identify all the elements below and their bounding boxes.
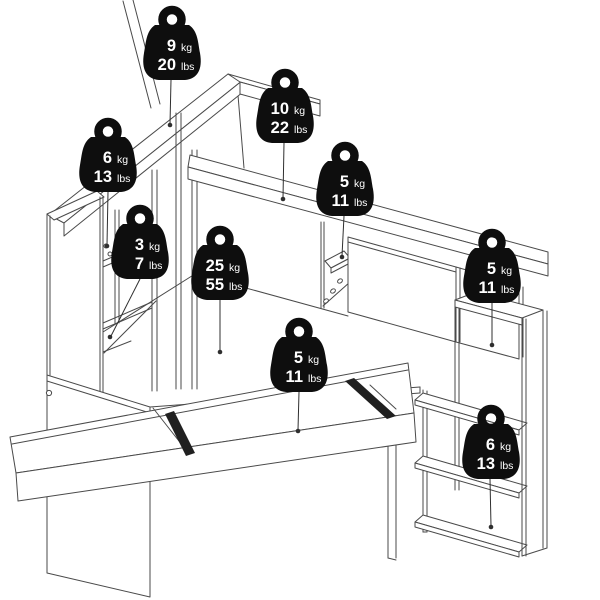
kettlebell-body-icon [143, 25, 201, 80]
kg-value: 25 [206, 257, 224, 275]
bookcase-shelf-top [414, 392, 528, 431]
inner-shelf-edge [102, 307, 153, 330]
pointer-dot [167, 122, 173, 128]
back-panel-edge [122, 0, 152, 109]
pointer-dot [295, 428, 301, 434]
weight-badge-desktop: 25 kg 55 lbs [191, 225, 249, 300]
kettlebell-body-icon [463, 248, 521, 303]
pointer-dot [104, 243, 110, 249]
weight-badge-bookcase-shelf: 6 kg 13 lbs [462, 404, 520, 479]
lbs-value: 13 [94, 168, 112, 186]
lbs-unit: lbs [501, 284, 514, 296]
kettlebell-body-icon [462, 424, 520, 479]
kg-unit: kg [149, 241, 160, 253]
kg-unit: kg [308, 354, 319, 366]
lbs-unit: lbs [149, 260, 162, 272]
lbs-unit: lbs [354, 197, 367, 209]
kg-value: 3 [135, 236, 144, 254]
pointer-dot [489, 342, 495, 348]
weight-badge-wall-shelf: 10 kg 22 lbs [256, 68, 314, 143]
kg-value: 5 [340, 173, 349, 191]
lbs-value: 55 [206, 276, 224, 294]
inner-shelf-edge [102, 301, 153, 324]
lbs-unit: lbs [308, 373, 321, 385]
kg-value: 6 [486, 436, 495, 454]
pointer-dot [217, 349, 223, 355]
pointer-dot [339, 254, 345, 260]
kettlebell-body-icon [79, 137, 137, 192]
cam-hole [107, 251, 113, 257]
back-panel-edge [236, 82, 245, 169]
weight-badge-keyboard-tray: 5 kg 11 lbs [270, 317, 328, 392]
weight-badges: 9 kg 20 lbs 6 kg 13 lbs 3 kg 7 lbs 10 kg [79, 5, 521, 479]
kg-unit: kg [354, 178, 365, 190]
kg-value: 10 [271, 100, 289, 118]
kg-value: 5 [487, 260, 496, 278]
lbs-unit: lbs [181, 61, 194, 73]
sliding-panel [347, 236, 457, 343]
peg-hole [330, 288, 336, 294]
kettlebell-body-icon [111, 224, 169, 279]
weight-badge-left-upper-shelf: 6 kg 13 lbs [79, 117, 137, 192]
kettlebell-body-icon [270, 337, 328, 392]
diagonal-brace [322, 281, 351, 307]
lbs-value: 20 [158, 56, 176, 74]
shelf-front-face [187, 166, 549, 277]
pointer-line [297, 391, 300, 431]
pointer-line [169, 79, 172, 125]
pointer-line [110, 278, 141, 337]
pointer-lines [104, 79, 495, 530]
lbs-value: 11 [332, 192, 349, 210]
kg-unit: kg [294, 105, 305, 117]
lbs-unit: lbs [117, 173, 130, 185]
kg-value: 6 [103, 149, 112, 167]
kg-unit: kg [181, 42, 192, 54]
bookcase-shelf-front [414, 521, 520, 558]
kettlebell-body-icon [316, 161, 374, 216]
weight-badge-hutch-top: 9 kg 20 lbs [143, 5, 201, 80]
kettlebell-body-icon [191, 245, 249, 300]
lbs-value: 11 [479, 279, 496, 297]
bookcase [414, 291, 548, 558]
pointer-line [489, 478, 492, 527]
peg-hole [337, 278, 343, 284]
lbs-unit: lbs [294, 124, 307, 136]
furniture-drawing [9, 0, 549, 598]
bookcase-shelf-front [414, 462, 520, 499]
inner-shelf-edge [102, 340, 132, 353]
kg-unit: kg [500, 441, 511, 453]
kg-unit: kg [501, 265, 512, 277]
pointer-line [341, 215, 345, 257]
lbs-value: 7 [135, 255, 144, 273]
slide-rail [345, 378, 396, 419]
kg-value: 5 [294, 349, 303, 367]
kettlebell-body-icon [256, 88, 314, 143]
bookcase-shelf-top [414, 514, 528, 553]
pointer-line [106, 191, 109, 246]
lbs-unit: lbs [500, 460, 513, 472]
left-hutch-column [46, 190, 157, 393]
lbs-value: 11 [286, 368, 303, 386]
corner-cubby [320, 221, 524, 360]
lbs-value: 13 [477, 455, 495, 473]
cam-hole [45, 389, 53, 397]
kg-value: 9 [167, 37, 176, 55]
lbs-unit: lbs [229, 281, 242, 293]
kg-unit: kg [229, 262, 240, 274]
weight-badge-left-lower-shelf: 3 kg 7 lbs [111, 204, 169, 279]
kg-unit: kg [117, 154, 128, 166]
slide-rail [165, 411, 195, 456]
pointer-dot [107, 334, 113, 340]
lbs-value: 22 [271, 119, 289, 137]
slide-rail-line [369, 384, 397, 410]
weight-badge-right-wall-shelf: 5 kg 11 lbs [463, 228, 521, 303]
pointer-dot [280, 196, 286, 202]
pointer-dot [488, 524, 494, 530]
weight-badge-corner-cubby: 5 kg 11 lbs [316, 141, 374, 216]
column-top-face [46, 190, 105, 221]
pointer-line [282, 142, 285, 199]
tray-front-lip [15, 412, 417, 502]
diagonal-brace [103, 300, 157, 354]
